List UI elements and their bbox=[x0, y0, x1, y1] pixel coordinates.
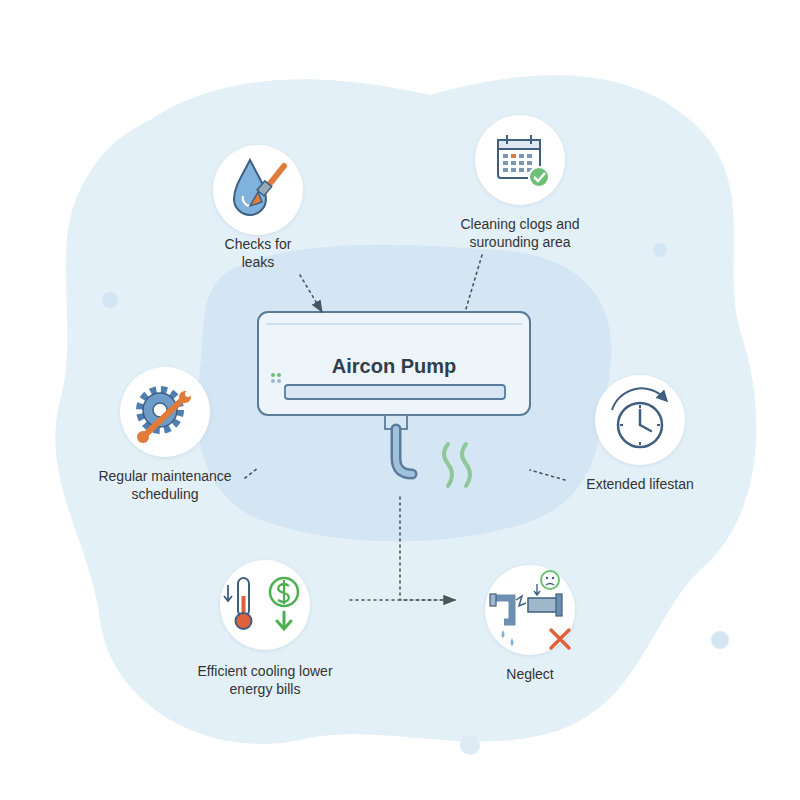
maintenance-item: Regular maintenance scheduling bbox=[85, 365, 245, 507]
item-label: Extended lifestan bbox=[565, 476, 715, 494]
cleaning-item: Cleaning clogs and surounding area bbox=[445, 113, 595, 255]
item-label: Regular maintenance scheduling bbox=[85, 468, 245, 503]
dotted-connector bbox=[300, 275, 322, 312]
gear-wrench-icon bbox=[137, 390, 191, 443]
lifespan-item: Extended lifestan bbox=[565, 373, 715, 498]
unit-title: Aircon Pump bbox=[264, 354, 524, 379]
item-label: Cleaning clogs and surounding area bbox=[445, 216, 595, 251]
efficiency-item: Efficient cooling lower energy bills bbox=[180, 555, 350, 702]
background-blob bbox=[55, 75, 756, 744]
calendar-icon bbox=[498, 135, 549, 187]
dotted-connector bbox=[530, 470, 565, 480]
icon-circles bbox=[120, 115, 685, 655]
clock-icon bbox=[612, 388, 664, 447]
leak-check-icon bbox=[234, 160, 284, 215]
dotted-connector bbox=[245, 468, 258, 478]
dotted-connector bbox=[400, 497, 455, 600]
inner-blob bbox=[197, 245, 612, 542]
leak-check-item: Checks for leaks bbox=[183, 143, 333, 275]
dotted-connector bbox=[465, 255, 482, 312]
item-label: Checks for leaks bbox=[212, 236, 304, 271]
item-label: Efficient cooling lower energy bills bbox=[195, 663, 335, 698]
neglect-item: Neglect bbox=[455, 560, 605, 688]
dotted-connector bbox=[350, 599, 455, 601]
aircon-unit-illustration bbox=[258, 312, 530, 486]
aircon-pump-unit: Aircon Pump bbox=[258, 312, 530, 497]
cooling-savings-icon bbox=[224, 578, 298, 629]
item-label: Neglect bbox=[455, 666, 605, 684]
neglect-broken-pipe-icon bbox=[490, 571, 569, 648]
